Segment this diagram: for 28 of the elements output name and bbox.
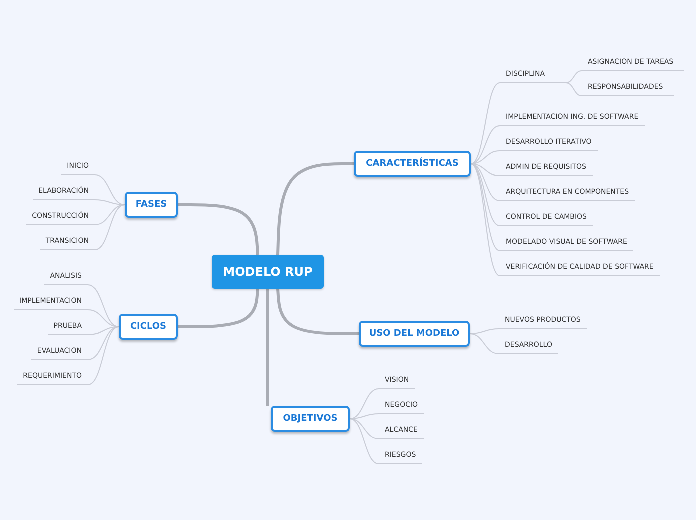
topic-box: CICLOS	[119, 314, 178, 340]
connector-line	[566, 82, 582, 96]
connector-line	[276, 288, 359, 336]
connector-line	[178, 288, 260, 328]
topic-box: USO DEL MODELO	[359, 321, 470, 347]
connector-line	[470, 126, 500, 164]
connector-line	[470, 334, 500, 354]
connector-line	[350, 418, 380, 440]
central-topic-box: MODELO RUP	[212, 255, 324, 289]
connector-line	[276, 162, 354, 256]
connector-line	[94, 204, 126, 250]
connector-line	[94, 204, 126, 226]
connector-line	[88, 326, 120, 360]
connector-line	[350, 418, 380, 464]
connector-line	[350, 388, 380, 420]
topic-box: FASES	[125, 192, 178, 218]
connector-line	[470, 164, 500, 276]
connector-line	[94, 174, 126, 206]
connector-line	[88, 326, 120, 386]
connector-line	[470, 164, 500, 252]
connector-line	[470, 82, 500, 164]
topic-box: OBJETIVOS	[271, 406, 350, 432]
connector-line	[470, 328, 500, 334]
connector-line	[266, 289, 270, 406]
topic-box: CARACTERÍSTICAS	[354, 151, 471, 177]
connector-line	[178, 204, 260, 256]
connector-line	[566, 70, 582, 84]
connector-line	[88, 284, 120, 328]
